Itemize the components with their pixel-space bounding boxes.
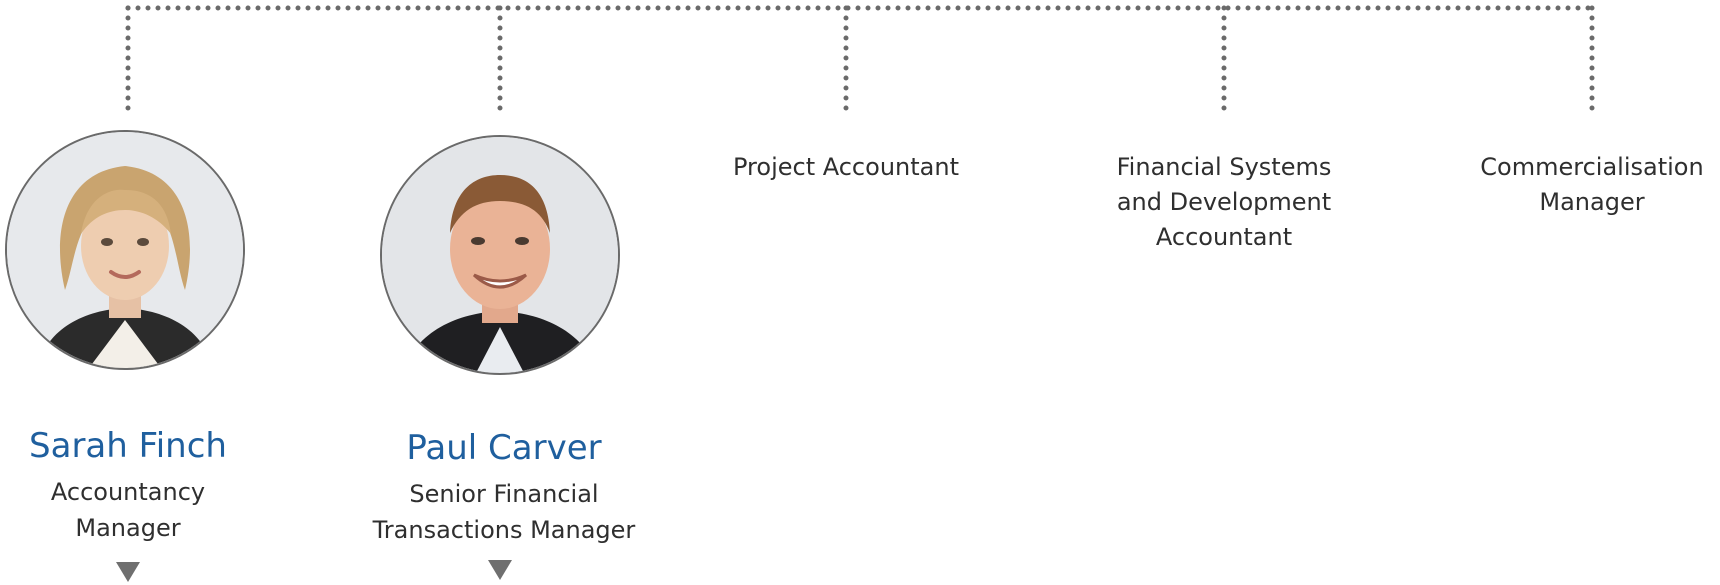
person-name-paul-carver: Paul Carver [406,428,602,468]
avatar-paul-carver [380,135,620,375]
sarah-finch-portrait [7,132,243,368]
avatar-sarah-finch [5,130,245,370]
role-project-accountant: Project Accountant [733,153,959,181]
role-commercialisation-manager: Commercialisation Manager [1480,153,1704,216]
person-role-paul-carver: Senior Financial Transactions Manager [372,480,636,544]
role-financial-systems-development-accountant: Financial Systems and Development Accoun… [1116,153,1332,251]
person-role-sarah-finch: Accountancy Manager [50,478,206,542]
person-name-sarah-finch: Sarah Finch [29,426,227,466]
expand-arrow-sarah-finch[interactable] [116,562,140,582]
paul-carver-portrait [382,137,618,373]
expand-arrow-paul-carver[interactable] [488,560,512,580]
